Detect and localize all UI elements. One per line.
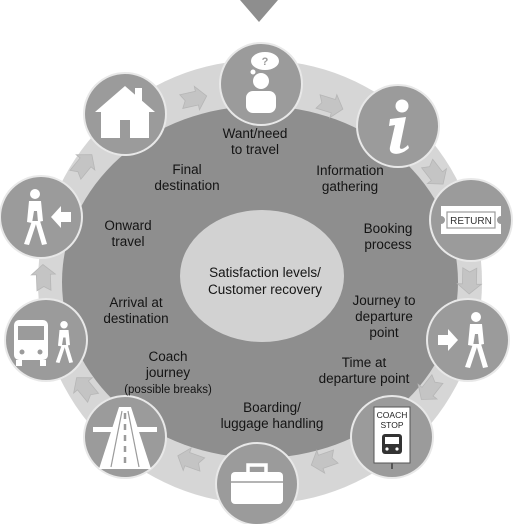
stage-label-text: Coach journey [145,349,191,380]
stage-label-text: Arrival at destination [103,295,169,326]
cycle-arrow [177,446,206,472]
stage-label: Want/need to travel [223,126,288,158]
cycle-arrow [420,158,448,185]
walking-person-arrow-right-icon [426,298,510,382]
stage-label-note: (possible breaks) [124,384,212,396]
cycle-arrow [456,267,483,295]
stage-label: Journey to departure point [352,293,415,341]
stage-label-text: Information gathering [316,163,384,194]
thinking-person-icon: ? [219,42,303,126]
stage-label-text: Booking process [363,221,413,252]
house-icon [83,72,167,156]
stage-label: Information gathering [316,163,384,195]
stage-label-text: Journey to departure point [352,293,416,340]
svg-text:STOP: STOP [381,420,404,430]
cycle-arrow [310,449,339,475]
stage-label: Boarding/ luggage handling [221,400,324,432]
stage-label-text: Final destination [154,162,220,193]
svg-text:RETURN: RETURN [450,216,492,227]
svg-text:?: ? [262,56,269,68]
center-disc [180,210,344,342]
cycle-arrow [315,93,344,119]
cycle-arrows [30,85,483,475]
stage-label: Booking process [364,221,413,253]
cycle-arrow [417,373,444,400]
stage-label: Coach journey (possible breaks) [124,349,212,398]
stage-label-text: Onward travel [104,218,152,249]
stage-label: Final destination [154,162,219,194]
entry-arrow [240,0,278,22]
svg-text:COACH: COACH [377,410,408,420]
bus-and-walker-icon [4,298,88,382]
stage-label: Arrival at destination [103,295,168,327]
return-ticket-icon: RETURN [429,178,513,262]
road-icon [83,395,167,479]
walking-person-arrow-left-icon [0,175,83,259]
stage-label-text: Time at departure point [318,355,410,386]
info-icon [356,84,440,168]
cycle-arrow [30,263,57,292]
cycle-arrow [69,154,96,181]
cycle-arrow [73,377,100,404]
cycle-arrow [179,85,208,112]
stage-label-text: Want/need to travel [222,126,288,157]
stage-label-text: Boarding/ luggage handling [220,400,324,431]
center-label: Satisfaction levels/ Customer recovery [207,265,323,297]
stage-label: Onward travel [104,218,151,250]
stage-label: Time at departure point [319,355,410,387]
suitcase-icon [215,442,299,524]
